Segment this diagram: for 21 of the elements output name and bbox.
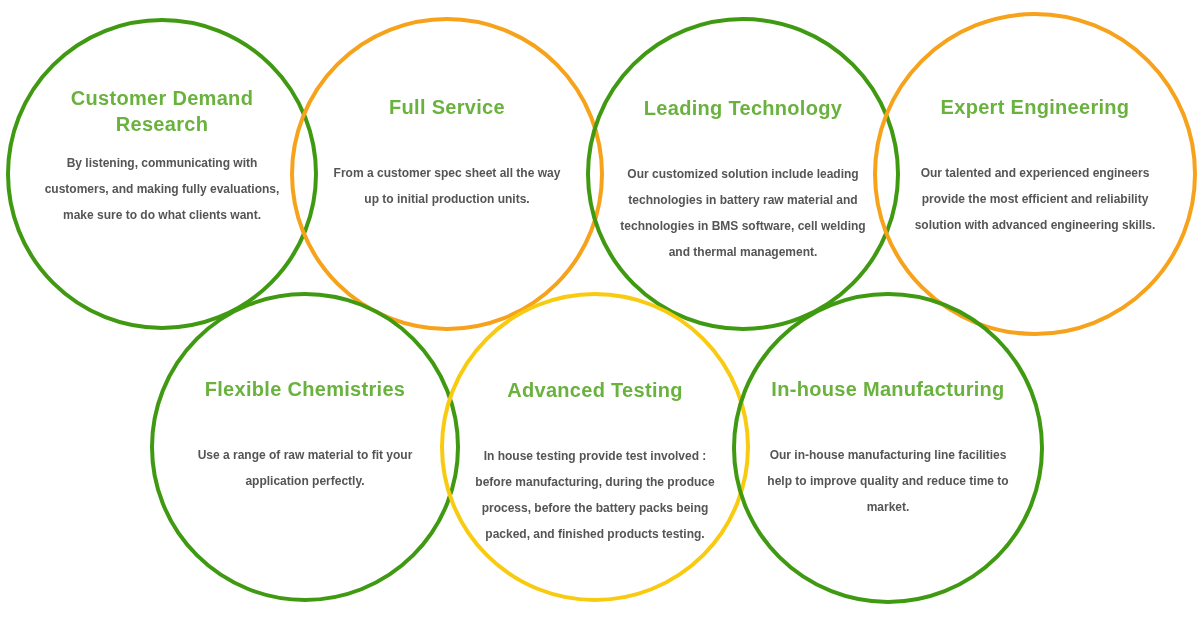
circle-description: By listening, communicating with customers, and making fully evaluations, make sure to do what clients want. <box>43 155 281 224</box>
circle-heading: Customer Demand Research <box>69 86 255 137</box>
circle-description: Our customized solution include leading technologies in battery raw material and technologies in BMS software, cell welding and thermal management. <box>619 166 867 261</box>
circle-description: Our in-house manufacturing line facilities help to improve quality and reduce time to market. <box>766 447 1010 516</box>
circle-description: Use a range of raw material to fit your application perfectly. <box>196 447 414 490</box>
circle-heading: Full Service <box>388 95 506 120</box>
circle-description: From a customer spec sheet all the way up to initial production units. <box>332 165 562 208</box>
circle-heading: Advanced Testing <box>506 378 684 403</box>
service-circle <box>150 292 460 602</box>
circle-description: In house testing provide test involved : before manufacturing, during the produce process, before the battery packs being packed, and finished products testing. <box>474 448 716 543</box>
service-circle <box>586 17 900 331</box>
circle-heading: Leading Technology <box>642 96 844 121</box>
service-circle <box>440 292 750 602</box>
circle-heading: In-house Manufacturing <box>770 377 1006 402</box>
service-circle <box>873 12 1197 336</box>
service-circle <box>290 17 604 331</box>
circle-heading: Expert Engineering <box>939 95 1131 120</box>
circle-heading: Flexible Chemistries <box>203 377 407 402</box>
circle-description: Our talented and experienced engineers provide the most efficient and reliability solution with advanced engineering skills. <box>913 165 1157 234</box>
service-circle <box>6 18 318 330</box>
service-circle <box>732 292 1044 604</box>
